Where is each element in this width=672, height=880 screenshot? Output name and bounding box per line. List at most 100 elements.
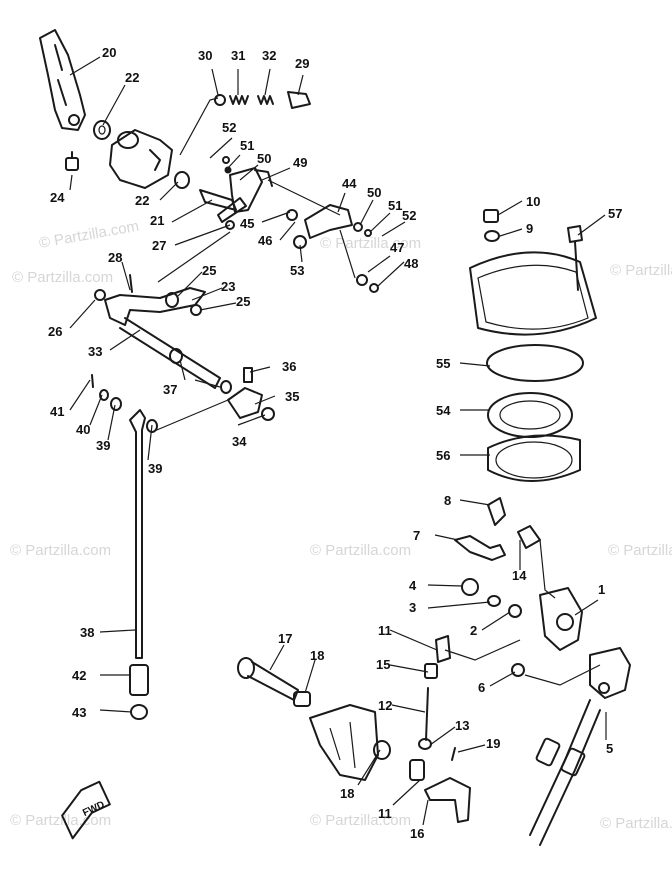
callout-21: 21	[150, 213, 164, 228]
watermark-text: © Partzilla.com	[600, 815, 672, 832]
callout-46: 46	[258, 233, 272, 248]
part-bracket-5	[511, 647, 631, 699]
watermark-text: © Partzilla.com	[608, 542, 672, 559]
part-rod-38	[129, 409, 149, 720]
part-bolt-24	[65, 151, 79, 171]
part-washer-22b	[174, 171, 190, 189]
callout-52: 52	[402, 208, 416, 223]
callout-32: 32	[262, 48, 276, 63]
watermark-text: © Partzilla.com	[320, 235, 421, 252]
watermark-text: © Partzilla.com	[12, 269, 113, 286]
callout-48: 48	[404, 256, 418, 271]
callout-7: 7	[413, 528, 420, 543]
part-bolt-17-18	[237, 657, 311, 707]
callout-38: 38	[80, 625, 94, 640]
callout-56: 56	[436, 448, 450, 463]
part-link-44	[286, 204, 379, 293]
callout-36: 36	[282, 359, 296, 374]
callout-51: 51	[240, 138, 254, 153]
callout-26: 26	[48, 324, 62, 339]
callout-25: 25	[236, 294, 250, 309]
part-lever-49	[222, 156, 273, 213]
callout-17: 17	[278, 631, 292, 646]
fwd-arrow: FWD	[61, 780, 111, 840]
part-spring-set-30-29	[214, 91, 311, 109]
callout-19: 19	[486, 736, 500, 751]
watermark-text: © Partzilla.com	[610, 262, 672, 279]
callout-39: 39	[96, 438, 110, 453]
callout-20: 20	[102, 45, 116, 60]
callout-4: 4	[409, 578, 417, 593]
callout-15: 15	[376, 657, 390, 672]
callout-14: 14	[512, 568, 527, 583]
callout-39: 39	[148, 461, 162, 476]
callout-18: 18	[340, 786, 354, 801]
part-link-11-15-12	[418, 635, 456, 761]
callout-2: 2	[470, 623, 477, 638]
watermark-text: © Partzilla.com	[310, 812, 411, 829]
callout-8: 8	[444, 493, 451, 508]
callout-25: 25	[202, 263, 216, 278]
callout-35: 35	[285, 389, 299, 404]
part-bracket-20	[39, 29, 86, 131]
part-lever-35	[220, 367, 275, 421]
part-shaft-33	[94, 287, 221, 389]
callout-53: 53	[290, 263, 304, 278]
callout-41: 41	[50, 404, 64, 419]
callout-51: 51	[388, 198, 402, 213]
callout-50: 50	[257, 151, 271, 166]
callout-18: 18	[310, 648, 324, 663]
watermark-text: © Partzilla.com	[10, 812, 111, 829]
callout-28: 28	[108, 250, 122, 265]
callout-34: 34	[232, 434, 247, 449]
callout-52: 52	[222, 120, 236, 135]
callout-22: 22	[125, 70, 139, 85]
callout-24: 24	[50, 190, 65, 205]
watermark-text: © Partzilla.com	[10, 542, 111, 559]
callout-40: 40	[76, 422, 90, 437]
callout-11: 11	[378, 806, 392, 821]
part-magneto-ring	[469, 209, 597, 336]
callout-57: 57	[608, 206, 622, 221]
part-cotter-28	[129, 274, 133, 293]
callout-27: 27	[152, 238, 166, 253]
callout-45: 45	[240, 216, 254, 231]
watermark-text: © Partzilla.com	[310, 542, 411, 559]
callout-55: 55	[436, 356, 450, 371]
callout-37: 37	[163, 382, 177, 397]
part-lever-16	[409, 759, 471, 823]
callout-16: 16	[410, 826, 424, 841]
part-cam-bracket	[454, 497, 583, 651]
callout-44: 44	[342, 176, 357, 191]
part-washer-22a	[93, 120, 111, 140]
callout-50: 50	[367, 185, 381, 200]
callout-12: 12	[378, 698, 392, 713]
callout-13: 13	[455, 718, 469, 733]
callout-47: 47	[390, 240, 404, 255]
watermark-layer: © Partzilla.com © Partzilla.com © Partzill…	[10, 218, 672, 832]
callout-30: 30	[198, 48, 212, 63]
callout-29: 29	[295, 56, 309, 71]
part-rings-55-54-56	[486, 344, 584, 482]
callout-31: 31	[231, 48, 245, 63]
part-pins-41-39	[91, 374, 158, 433]
callout-42: 42	[72, 668, 86, 683]
callout-43: 43	[72, 705, 86, 720]
part-cables	[529, 699, 601, 846]
callout-49: 49	[293, 155, 307, 170]
callout-23: 23	[221, 279, 235, 294]
callout-10: 10	[526, 194, 540, 209]
part-cover-plate	[309, 704, 391, 781]
callout-54: 54	[436, 403, 451, 418]
callout-9: 9	[526, 221, 533, 236]
callout-1: 1	[598, 582, 605, 597]
part-throttle-shaft-bracket	[109, 129, 173, 189]
callout-33: 33	[88, 344, 102, 359]
watermark-text: © Partzilla.com	[38, 218, 140, 252]
callout-6: 6	[478, 680, 485, 695]
callout-3: 3	[409, 600, 416, 615]
callout-5: 5	[606, 741, 613, 756]
callout-11: 11	[378, 623, 392, 638]
